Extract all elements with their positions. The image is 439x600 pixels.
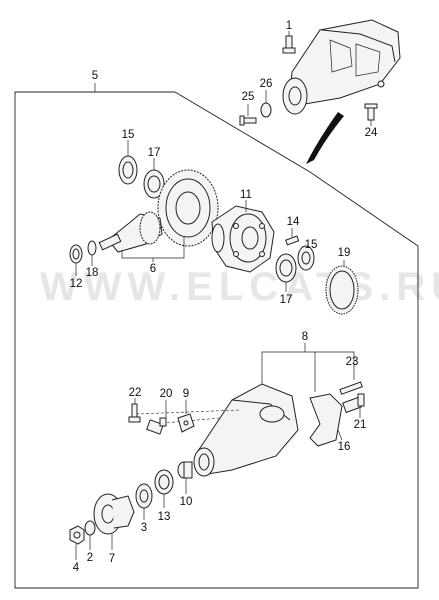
label-11: 11 bbox=[240, 189, 252, 201]
seal-12 bbox=[69, 244, 83, 264]
bolt-22 bbox=[128, 403, 141, 423]
bearing-15-lower bbox=[297, 245, 315, 271]
bearing-17-lower bbox=[275, 253, 297, 283]
bearing-13 bbox=[154, 469, 174, 495]
label-6: 6 bbox=[150, 263, 156, 275]
label-14: 14 bbox=[287, 216, 300, 228]
label-12: 12 bbox=[70, 278, 83, 290]
label-22: 22 bbox=[129, 387, 142, 399]
bolt-25 bbox=[239, 115, 257, 126]
label-9: 9 bbox=[183, 388, 189, 400]
plate-9 bbox=[177, 413, 195, 433]
watermark-text: WWW.ELCATS.RU bbox=[40, 265, 439, 309]
washer-2 bbox=[84, 520, 96, 536]
label-2: 2 bbox=[87, 552, 93, 564]
assembly-frame bbox=[14, 91, 419, 589]
label-7: 7 bbox=[109, 553, 115, 565]
bolt-23 bbox=[339, 381, 363, 395]
label-19: 19 bbox=[338, 247, 351, 259]
bearing-15-upper bbox=[118, 155, 138, 185]
label-1: 1 bbox=[286, 20, 292, 32]
bearing-cap-16 bbox=[309, 393, 343, 447]
spacer-10 bbox=[177, 461, 193, 479]
spacer-18 bbox=[87, 240, 97, 256]
label-13: 13 bbox=[158, 511, 171, 523]
label-21: 21 bbox=[354, 419, 367, 431]
label-15-lower: 15 bbox=[305, 239, 318, 251]
label-26: 26 bbox=[260, 78, 273, 90]
alignment-line-upper bbox=[135, 409, 241, 415]
carrier-housing-top bbox=[282, 19, 401, 115]
bolt-1 bbox=[282, 35, 296, 54]
direction-arrow bbox=[306, 112, 344, 164]
label-16: 16 bbox=[338, 441, 351, 453]
pinion-gear bbox=[98, 211, 163, 253]
label-17-upper: 17 bbox=[148, 147, 161, 159]
pin-14 bbox=[285, 235, 300, 246]
companion-flange-7 bbox=[93, 493, 135, 535]
label-25: 25 bbox=[242, 91, 255, 103]
carrier-housing-lower bbox=[193, 383, 299, 477]
nut-4 bbox=[69, 525, 85, 545]
bearing-17-upper bbox=[143, 169, 165, 199]
label-8: 8 bbox=[302, 331, 308, 343]
ring-gear bbox=[157, 169, 219, 247]
label-17-lower: 17 bbox=[280, 294, 293, 306]
label-3: 3 bbox=[141, 522, 147, 534]
label-23: 23 bbox=[346, 356, 359, 368]
leader-16 bbox=[337, 429, 343, 441]
bolt-24 bbox=[364, 103, 378, 121]
seal-3 bbox=[135, 483, 153, 509]
washer-26 bbox=[260, 102, 272, 118]
leader-8-bracket bbox=[261, 351, 355, 414]
bracket-21 bbox=[342, 393, 365, 414]
label-5: 5 bbox=[92, 70, 98, 82]
differential-case bbox=[211, 205, 275, 273]
label-4: 4 bbox=[73, 562, 80, 574]
sensor-20 bbox=[146, 417, 167, 435]
label-15-upper: 15 bbox=[122, 129, 135, 141]
label-20: 20 bbox=[160, 388, 173, 400]
label-24: 24 bbox=[365, 127, 378, 139]
label-10: 10 bbox=[180, 496, 193, 508]
label-18: 18 bbox=[86, 267, 99, 279]
reluctor-ring-19 bbox=[325, 265, 359, 315]
